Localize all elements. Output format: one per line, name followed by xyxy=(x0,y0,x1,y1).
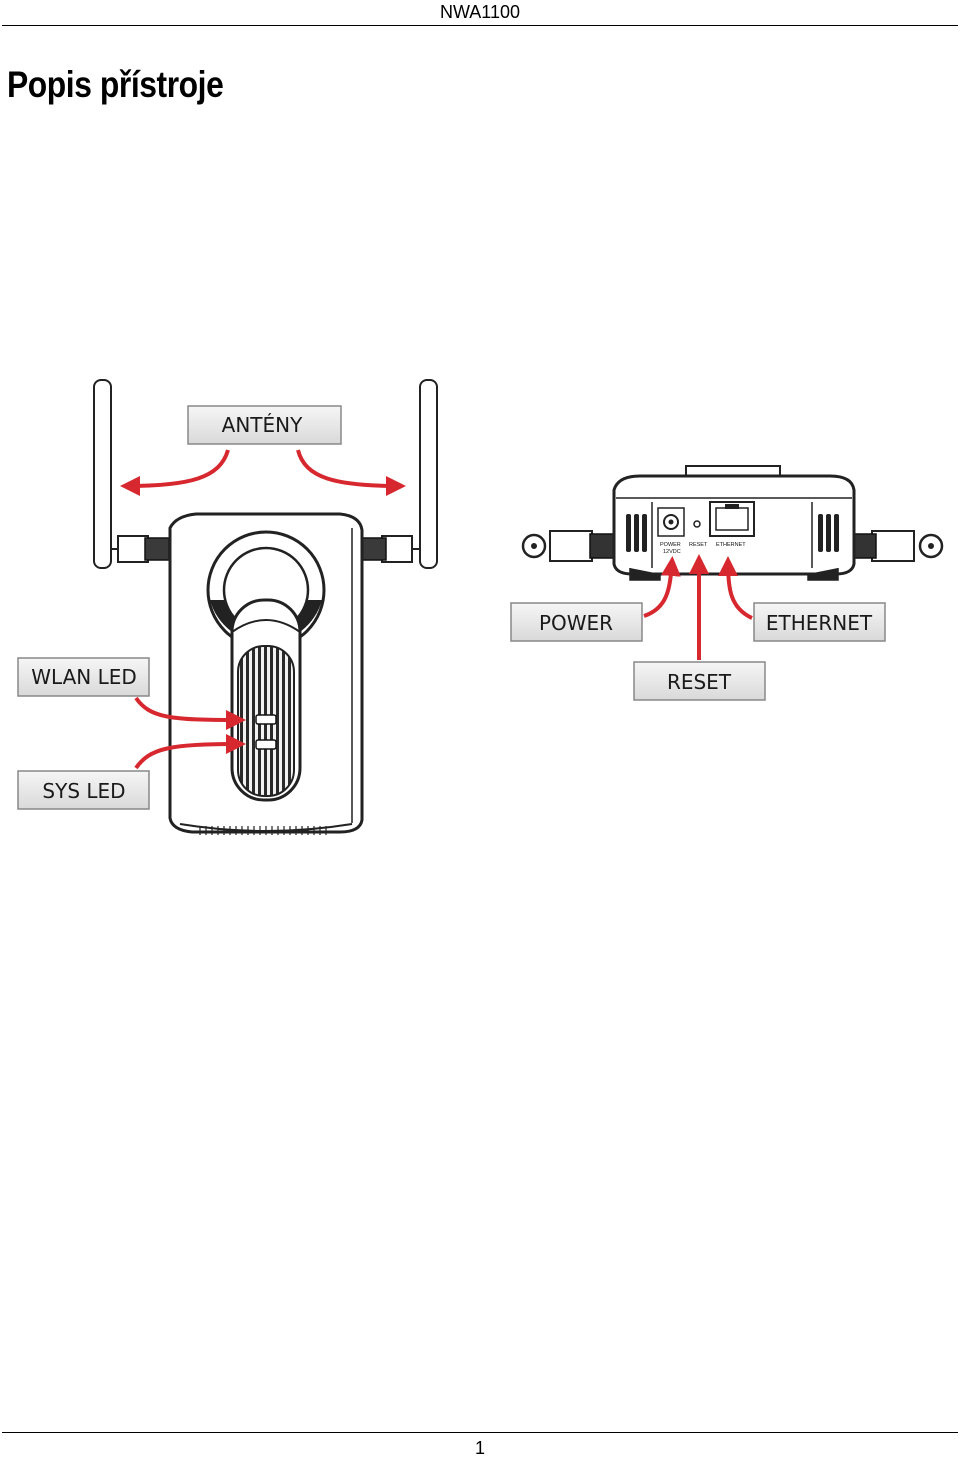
reset-callout: RESET xyxy=(633,661,766,701)
antenna-right xyxy=(361,379,438,569)
device-illustration: ANTÉNY WLAN LED SYS LED xyxy=(17,379,944,835)
sys-led-indicator xyxy=(255,739,277,750)
wlan-led-callout: WLAN LED xyxy=(17,657,150,697)
device-front-body xyxy=(168,512,364,835)
panel-ethernet-print: ETHERNET xyxy=(716,542,746,548)
antenna-left xyxy=(93,379,170,569)
ethernet-label: ETHERNET xyxy=(766,611,873,635)
panel-power-print: POWER xyxy=(660,542,681,548)
antennas-label: ANTÉNY xyxy=(222,413,303,437)
antenna-arrow-right xyxy=(296,449,406,496)
panel-voltage-print: 12VDC xyxy=(663,549,681,555)
sys-led-callout: SYS LED xyxy=(17,770,150,810)
footer-rule xyxy=(2,1432,958,1433)
power-callout: POWER xyxy=(510,602,643,642)
section-title: Popis přístroje xyxy=(7,64,224,105)
wlan-led-label: WLAN LED xyxy=(31,665,137,689)
antennas-callout: ANTÉNY xyxy=(187,405,342,445)
sys-led-label: SYS LED xyxy=(42,779,125,803)
rear-view: POWER 12VDC RESET ETHERNET POWER ETHERNE… xyxy=(510,465,944,701)
page-number: 1 xyxy=(474,1438,485,1458)
power-label: POWER xyxy=(539,611,613,635)
running-header-title: NWA1100 xyxy=(439,2,521,22)
reset-button xyxy=(693,520,701,528)
ethernet-arrow xyxy=(718,556,753,620)
reset-label: RESET xyxy=(667,670,732,694)
sys-led-arrow xyxy=(134,734,246,770)
wlan-led-arrow xyxy=(134,696,246,730)
front-view: ANTÉNY WLAN LED SYS LED xyxy=(17,379,438,835)
device-rear-body: POWER 12VDC RESET ETHERNET xyxy=(612,465,856,581)
panel-reset-print: RESET xyxy=(689,542,708,548)
rear-antenna-left xyxy=(521,530,615,562)
wlan-led-indicator xyxy=(255,714,277,725)
header-rule xyxy=(2,25,958,26)
power-arrow xyxy=(643,556,681,618)
rear-antenna-right xyxy=(851,530,944,562)
ethernet-callout: ETHERNET xyxy=(753,602,886,642)
antenna-arrow-left xyxy=(120,449,230,496)
